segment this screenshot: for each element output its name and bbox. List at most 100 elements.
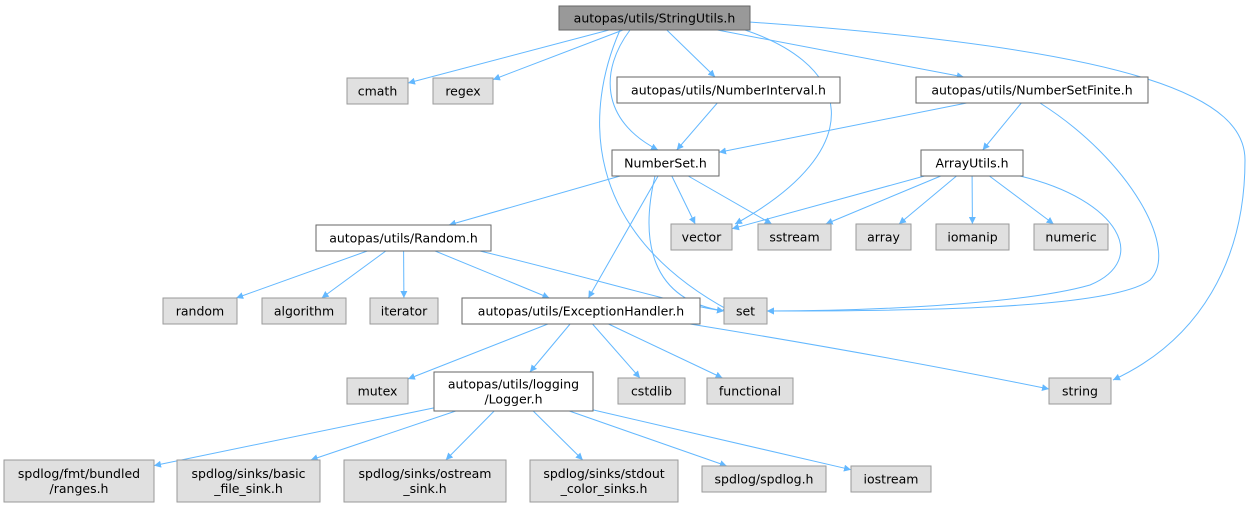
- node-box: [343, 459, 507, 503]
- node-numbersetfinite[interactable]: autopas/utils/NumberSetFinite.h: [915, 76, 1149, 104]
- edge-root-to-string: [748, 21, 1246, 381]
- node-iomanip: iomanip: [935, 223, 1010, 251]
- node-label: random: [176, 304, 224, 319]
- edge-numbersetfinite-to-numberset: [718, 102, 967, 155]
- node-label: ArrayUtils.h: [935, 156, 1008, 171]
- node-ostream-sink: spdlog/sinks/ostream_sink.h: [343, 459, 507, 503]
- edge-exceptionhandler-to-functional: [608, 323, 723, 379]
- node-label: autopas/utils/logging: [448, 377, 579, 392]
- edge-random-to-random_std: [236, 250, 368, 299]
- node-spdlog: spdlog/spdlog.h: [701, 465, 827, 493]
- node-label: NumberSet.h: [624, 156, 707, 171]
- node-cstdlib: cstdlib: [617, 377, 686, 405]
- node-box: [920, 149, 1024, 177]
- node-box: [915, 76, 1149, 104]
- node-numberset[interactable]: NumberSet.h: [611, 149, 720, 177]
- node-box: [461, 297, 701, 325]
- node-label: _sink.h: [402, 481, 446, 496]
- node-arrayutils[interactable]: ArrayUtils.h: [920, 149, 1024, 177]
- node-sstream: sstream: [757, 223, 832, 251]
- node-label: cmath: [358, 84, 398, 99]
- node-label: functional: [719, 384, 781, 399]
- node-basic-file-sink: spdlog/sinks/basic_file_sink.h: [176, 459, 321, 503]
- edge-root-to-vector: [724, 23, 832, 225]
- node-array: array: [855, 223, 912, 251]
- node-box: [346, 377, 409, 405]
- edge-root-to-numbersetfinite: [717, 29, 964, 80]
- edge-logger-to-ostream_sink: [445, 410, 495, 461]
- node-exceptionhandler[interactable]: autopas/utils/ExceptionHandler.h: [461, 297, 701, 325]
- node-label: spdlog/sinks/stdout: [543, 466, 664, 481]
- edge-random-to-exceptionhandler: [434, 250, 550, 299]
- node-mutex: mutex: [346, 377, 409, 405]
- node-label: numeric: [1045, 230, 1096, 245]
- edge-numberset-to-sstream: [687, 175, 773, 225]
- node-root[interactable]: autopas/utils/StringUtils.h: [558, 5, 751, 31]
- edge-arrayutils-to-array: [898, 175, 957, 225]
- node-label: spdlog/spdlog.h: [715, 472, 814, 487]
- edge-random-to-algorithm: [321, 250, 387, 299]
- node-iterator: iterator: [369, 297, 439, 325]
- node-string: string: [1048, 377, 1112, 405]
- node-label: array: [867, 230, 900, 245]
- node-label: autopas/utils/NumberSetFinite.h: [931, 83, 1132, 98]
- edge-logger-to-spdlog: [569, 410, 727, 467]
- edge-random-to-set: [479, 250, 725, 314]
- node-numberinterval[interactable]: autopas/utils/NumberInterval.h: [616, 76, 841, 104]
- node-random-std: random: [162, 297, 238, 325]
- node-box: [701, 465, 827, 493]
- node-box: [529, 459, 679, 503]
- node-label: iostream: [864, 472, 919, 487]
- node-label: _color_sinks.h: [560, 481, 648, 496]
- node-random[interactable]: autopas/utils/Random.h: [315, 224, 492, 252]
- node-label: set: [736, 304, 755, 319]
- edge-exceptionhandler-to-mutex: [407, 323, 549, 380]
- edge-numbersetfinite-to-arrayutils: [982, 102, 1022, 151]
- node-regex: regex: [432, 77, 494, 105]
- node-fmt-ranges: spdlog/fmt/bundled/ranges.h: [3, 459, 155, 503]
- node-label: autopas/utils/Random.h: [329, 231, 478, 246]
- node-box: [432, 77, 494, 105]
- node-numeric: numeric: [1033, 223, 1109, 251]
- node-label: /ranges.h: [50, 481, 109, 496]
- node-label: autopas/utils/StringUtils.h: [574, 11, 736, 26]
- node-set: set: [723, 297, 768, 325]
- node-label: autopas/utils/ExceptionHandler.h: [478, 304, 684, 319]
- node-label: sstream: [769, 230, 819, 245]
- node-box: [176, 459, 321, 503]
- node-label: regex: [445, 84, 480, 99]
- edge-logger-to-fmt_ranges: [153, 407, 435, 468]
- node-stdout-color-sinks: spdlog/sinks/stdout_color_sinks.h: [529, 459, 679, 503]
- edge-root-to-set: [599, 29, 731, 312]
- node-box: [617, 377, 686, 405]
- node-box: [670, 223, 733, 251]
- edge-numberinterval-to-numberset: [676, 102, 718, 151]
- edge-arrayutils-to-vector: [731, 175, 925, 231]
- node-label: vector: [682, 230, 723, 245]
- node-label: /Logger.h: [484, 392, 542, 407]
- edge-numberset-to-vector: [671, 175, 696, 225]
- node-box: [558, 5, 751, 31]
- node-label: string: [1062, 384, 1098, 399]
- node-box: [855, 223, 912, 251]
- node-vector: vector: [670, 223, 733, 251]
- edge-logger-to-basic_file_sink: [310, 410, 456, 462]
- node-box: [261, 297, 347, 325]
- node-box: [315, 224, 492, 252]
- node-logger[interactable]: autopas/utils/logging/Logger.h: [433, 371, 594, 412]
- edge-exceptionhandler-to-logger: [529, 323, 571, 373]
- node-box: [850, 465, 932, 493]
- edge-root-to-cmath: [407, 29, 610, 85]
- dependency-edges: [153, 21, 1246, 472]
- node-label: iterator: [381, 304, 428, 319]
- node-box: [706, 377, 794, 405]
- node-box: [935, 223, 1010, 251]
- edge-root-to-numberinterval: [666, 29, 716, 78]
- node-box: [616, 76, 841, 104]
- node-label: algorithm: [274, 304, 334, 319]
- edge-logger-to-iostream: [592, 409, 852, 472]
- dependency-nodes: autopas/utils/StringUtils.h cmath regex aut…: [3, 5, 1149, 503]
- node-box: [3, 459, 155, 503]
- edge-exceptionhandler-to-cstdlib: [592, 323, 641, 379]
